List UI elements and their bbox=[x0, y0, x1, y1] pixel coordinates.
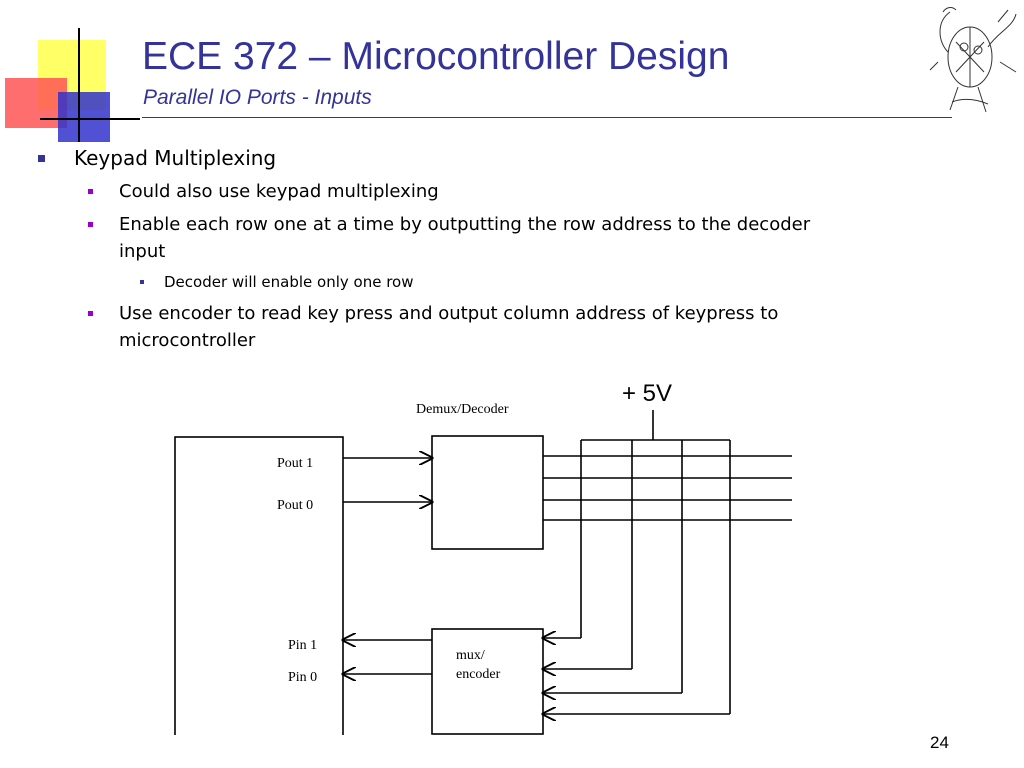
bullet-marker bbox=[88, 311, 93, 316]
bullet-text-line1: Use encoder to read key press and output… bbox=[119, 303, 779, 324]
pin1-label: Pin 1 bbox=[288, 638, 317, 653]
slide-title: ECE 372 – Microcontroller Design bbox=[142, 35, 730, 78]
bullet-marker bbox=[38, 155, 45, 162]
bullet-text: Could also use keypad multiplexing bbox=[119, 181, 439, 202]
bullet-marker bbox=[88, 189, 93, 194]
decoder-label: Demux/Decoder bbox=[416, 402, 509, 417]
bullet-text: Decoder will enable only one row bbox=[164, 273, 414, 291]
encoder-box bbox=[431, 628, 544, 735]
keypad-mux-diagram: Demux/Decoder + 5V Pout 1 Pout 0 Pin 1 P… bbox=[174, 380, 792, 735]
supply-label: + 5V bbox=[622, 380, 672, 407]
encoder-label-line1: mux/ bbox=[456, 648, 485, 663]
encoder-label-line2: encoder bbox=[456, 667, 501, 682]
pout1-label: Pout 1 bbox=[277, 456, 313, 471]
slide-subtitle: Parallel IO Ports - Inputs bbox=[143, 86, 372, 109]
deco-blue-square bbox=[58, 92, 110, 142]
deco-red-square bbox=[5, 78, 67, 128]
corner-decoration bbox=[5, 28, 140, 142]
sketch-logo bbox=[929, 7, 1017, 113]
bullet-text-line2: input bbox=[119, 241, 166, 262]
bullet-text-line1: Enable each row one at a time by outputt… bbox=[119, 214, 811, 235]
pin0-label: Pin 0 bbox=[288, 670, 317, 685]
microcontroller-box bbox=[174, 436, 344, 735]
bullet-marker bbox=[88, 222, 93, 227]
bullet-text-line2: microcontroller bbox=[119, 330, 256, 351]
decoder-box bbox=[431, 435, 544, 550]
bullet-text: Keypad Multiplexing bbox=[74, 146, 277, 170]
pout0-label: Pout 0 bbox=[277, 498, 313, 513]
page-number: 24 bbox=[930, 733, 949, 752]
title-underline bbox=[142, 117, 952, 118]
bullet-marker bbox=[140, 280, 144, 284]
